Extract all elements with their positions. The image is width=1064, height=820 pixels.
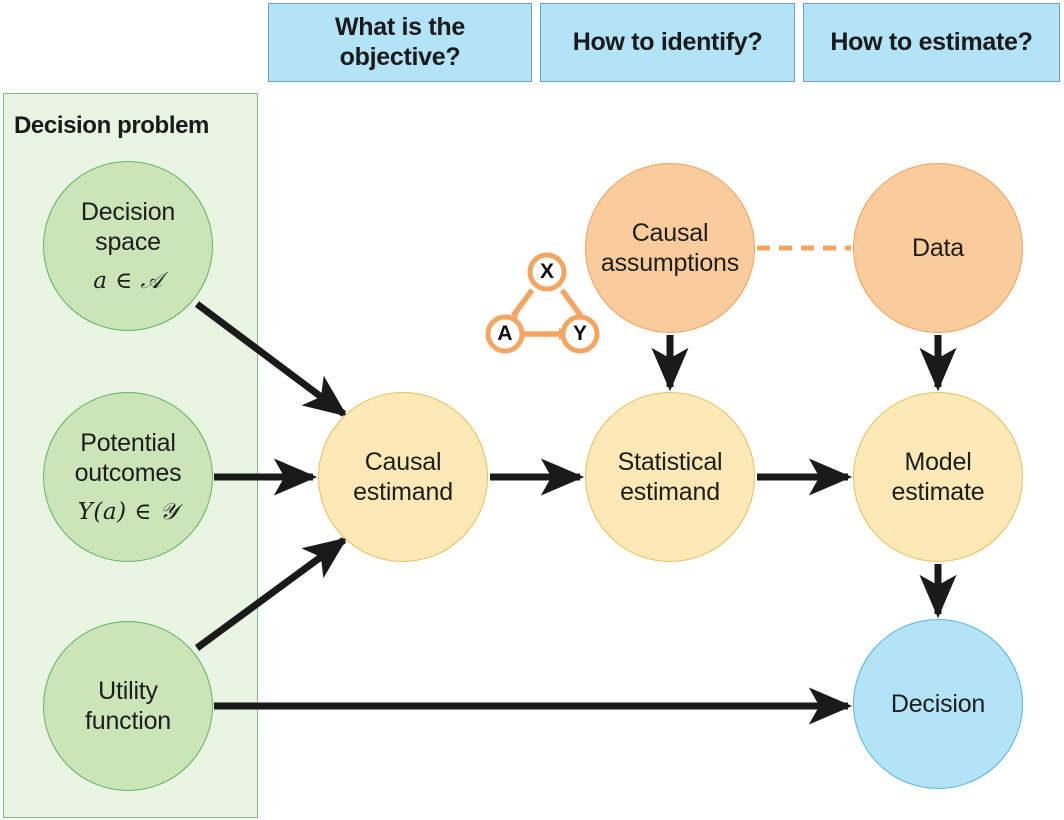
node-causal-assumptions[interactable]: Causal assumptions (585, 163, 755, 333)
dag-node-y-label: Y (572, 322, 587, 345)
dag-node-a-circle (485, 314, 525, 354)
node-utility-function-line1: Utility (98, 676, 158, 705)
node-utility-function[interactable]: Utility function (43, 621, 213, 791)
node-model-estimate-line2: estimate (891, 478, 985, 506)
header-box-estimate-text: How to estimate? (830, 27, 1033, 56)
node-statistical-estimand-line1: Statistical (617, 447, 723, 476)
node-decision-space-line2: space (95, 228, 161, 257)
header-box-objective: What is the objective? (268, 3, 532, 82)
node-statistical-estimand-line2: estimand (620, 478, 720, 506)
node-statistical-estimand[interactable]: Statistical estimand (585, 392, 755, 562)
node-data[interactable]: Data (853, 163, 1023, 333)
node-causal-assumptions-line2: assumptions (600, 249, 740, 277)
node-causal-estimand-line2: estimand (353, 478, 453, 506)
node-potential-outcomes[interactable]: Potential outcomes Y(a) ∈ 𝒴 (43, 392, 213, 562)
node-potential-outcomes-line2: outcomes (74, 459, 182, 488)
node-utility-function-line2: function (85, 707, 171, 735)
dag-node-x-circle (527, 252, 567, 292)
node-potential-outcomes-math: Y(a) ∈ 𝒴 (77, 498, 179, 525)
dag-node-y-circle (560, 314, 600, 354)
dag-node-a-label: A (497, 322, 513, 345)
dag-edge-x-to-a (510, 288, 535, 318)
node-decision-space[interactable]: Decision space a ∈ 𝒜 (43, 161, 213, 331)
decision-problem-title: Decision problem (14, 112, 209, 139)
header-box-objective-line2: objective? (339, 42, 461, 71)
header-box-identify: How to identify? (540, 3, 795, 82)
node-decision-space-line1: Decision (80, 197, 176, 226)
node-causal-estimand[interactable]: Causal estimand (318, 392, 488, 562)
node-data-line1: Data (911, 233, 964, 262)
header-box-objective-line1: What is the (334, 13, 466, 41)
node-decision-line1: Decision (890, 689, 986, 718)
dag-node-x-label: X (539, 260, 554, 283)
node-model-estimate[interactable]: Model estimate (853, 392, 1023, 562)
header-box-objective-text: What is the objective? (335, 13, 465, 72)
node-decision[interactable]: Decision (853, 619, 1023, 789)
causal-dag-inset: X A Y (483, 245, 611, 360)
node-decision-space-math: a ∈ 𝒜 (93, 267, 163, 294)
node-potential-outcomes-line1: Potential (80, 428, 176, 457)
causal-dag-svg (485, 252, 600, 354)
node-model-estimate-line1: Model (904, 447, 972, 476)
dag-edge-x-to-y (559, 288, 584, 318)
header-box-estimate: How to estimate? (803, 3, 1060, 82)
header-box-identify-text: How to identify? (572, 27, 763, 56)
node-causal-assumptions-line1: Causal (631, 218, 709, 247)
node-causal-estimand-line1: Causal (364, 447, 442, 476)
